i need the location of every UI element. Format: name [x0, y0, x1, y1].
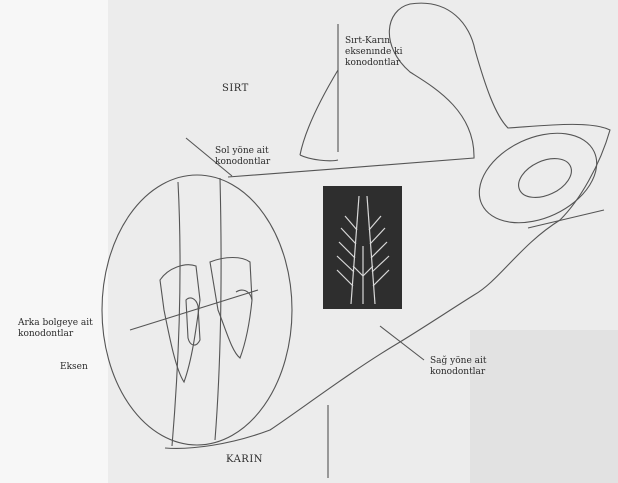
scan-shadow-region: [470, 330, 618, 483]
label-eksen: Eksen: [60, 362, 88, 373]
scan-left-band: [0, 0, 108, 483]
label-sag-yone: Sağ yöne ait konodontlar: [430, 356, 487, 378]
label-arka-bolgeye: Arka bolgeye ait konodontlar: [18, 318, 93, 340]
label-sol-yone: Sol yöne ait konodontlar: [215, 146, 270, 168]
label-sirt: SIRT: [222, 83, 249, 94]
label-karin: KARIN: [226, 454, 263, 465]
conodont-photo: [323, 186, 402, 309]
label-sirt-karin-ekseni: Sırt-Karın eksenınde ki konodontlar: [345, 36, 402, 69]
conodont-photo-drawing: [323, 186, 402, 309]
